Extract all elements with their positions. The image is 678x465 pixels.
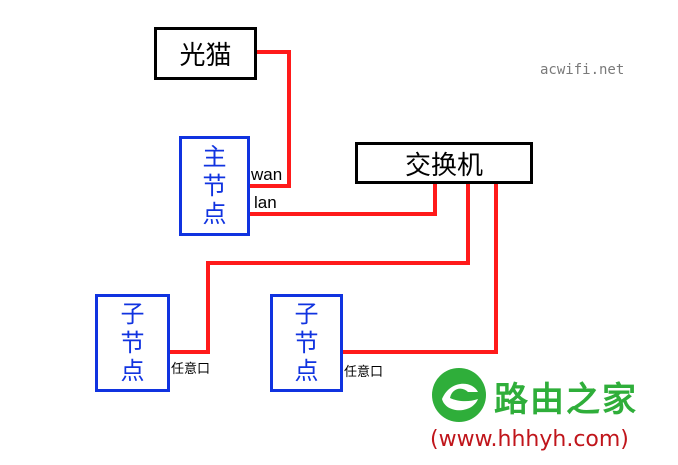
sub-node-left-char-3: 点 <box>120 357 145 386</box>
sub-node-right-char-1: 子 <box>294 299 319 328</box>
sub-node-right-char-3: 点 <box>294 357 319 386</box>
switch-label: 交换机 <box>404 150 483 181</box>
any-port-left-label: 任意口 <box>171 361 211 376</box>
sub-node-left-char-1: 子 <box>120 299 145 328</box>
sub-node-left-char-2: 节 <box>120 328 145 357</box>
wire-switch-to-sub-right <box>342 182 498 354</box>
modem-label: 光猫 <box>179 41 232 71</box>
modem-node: 光猫 <box>154 27 257 80</box>
brand-name: 路由之家 <box>494 380 638 420</box>
switch-node: 交换机 <box>355 142 533 184</box>
lan-port-label: lan <box>254 193 277 212</box>
sub-node-left: 子 节 点 <box>95 294 170 392</box>
wan-port-label: wan <box>251 165 283 184</box>
sub-node-right-char-2: 节 <box>294 328 319 357</box>
wire-switch-to-sub-left <box>168 182 470 354</box>
wire-main-lan-to-switch <box>249 182 437 216</box>
any-port-right-label: 任意口 <box>344 364 384 379</box>
main-node-char-3: 点 <box>202 200 227 229</box>
main-node: 主 节 点 <box>179 136 250 236</box>
brand-logo-icon <box>432 368 486 422</box>
watermark-text: acwifi.net <box>540 62 625 78</box>
wire-modem-to-main-wan <box>249 50 291 188</box>
sub-node-right: 子 节 点 <box>270 294 343 392</box>
main-node-char-1: 主 <box>202 142 227 171</box>
brand-url: (www.hhhyh.com) <box>430 427 629 452</box>
main-node-char-2: 节 <box>202 171 227 200</box>
